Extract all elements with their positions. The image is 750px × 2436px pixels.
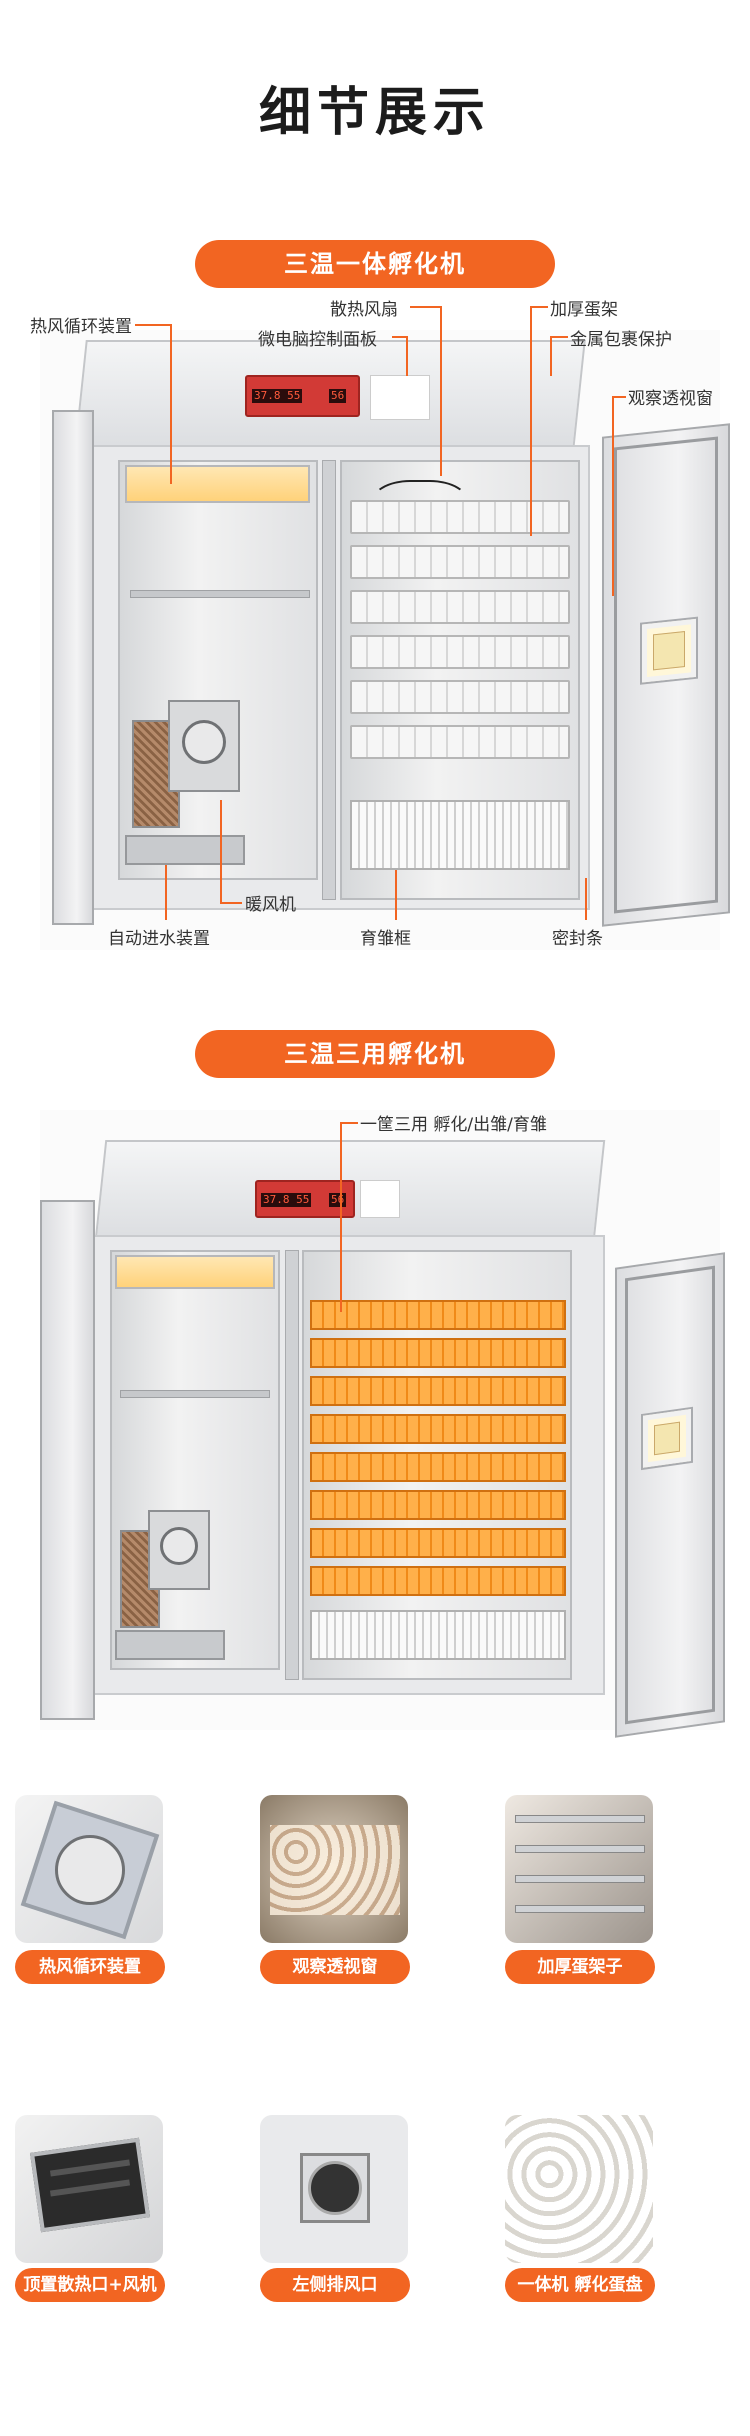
lead-thick-rack-h [530,306,548,308]
warning-sticker [360,1180,400,1218]
egg-tray-4 [350,635,570,669]
callout-auto-water: 自动进水装置 [108,929,210,949]
left-door [40,1200,95,1720]
thumb-exhaust [260,2115,408,2263]
thumb-window [260,1795,408,1943]
lead-auto-water-v [165,865,167,920]
caption-rack: 加厚蛋架子 [505,1950,655,1984]
caption-window: 观察透视窗 [260,1950,410,1984]
view-window-icon [642,618,696,683]
callout-brooder-basket: 育雏框 [360,929,411,949]
lead-seal-strip-v [585,878,587,920]
center-divider [322,460,336,900]
callout-metal-cover: 金属包裹保护 [570,330,672,350]
panel-display-left: 37.8 55 [252,389,303,403]
callout-heater: 暖风机 [245,895,296,915]
caption-egg-tray: 一体机 孵化蛋盘 [505,2268,655,2302]
lead-cooling-fan-h [410,306,440,308]
heat-lamp [115,1255,275,1289]
panel-display-right: 56 [329,1193,347,1207]
left-shelf [130,590,310,598]
right-door [615,1252,725,1738]
warning-sticker [370,375,430,420]
center-divider [285,1250,299,1680]
lead-control-panel-v [406,336,408,376]
egg-tray-1 [350,500,570,534]
orange-tray-6 [310,1490,566,1520]
water-tank [115,1630,225,1660]
egg-tray-2 [350,545,570,579]
lead-cooling-fan-v [440,306,442,476]
thumb-hot-air [15,1795,163,1943]
view-window-icon [643,1409,691,1468]
section2-pill: 三温三用孵化机 [195,1030,555,1078]
section1-pill: 三温一体孵化机 [195,240,555,288]
left-door [52,410,94,925]
orange-tray-7 [310,1528,566,1558]
callout-view-window: 观察透视窗 [628,389,713,409]
lead-heater-h [220,902,242,904]
caption-exhaust: 左侧排风口 [260,2268,410,2302]
lead-hot-air-h [135,324,170,326]
egg-tray-5 [350,680,570,714]
lead-one-basket-v [340,1122,342,1312]
incubator-photo-2: 37.8 55 56 一筐三用 孵化/出雏/育雏 [40,1110,725,1738]
lead-heater-v [220,800,222,902]
callout-one-basket: 一筐三用 孵化/出雏/育雏 [360,1115,547,1135]
lead-metal-cover-v [550,336,552,376]
fan-blade-icon [160,1527,198,1565]
thumb-rack [505,1795,653,1943]
right-door [602,423,730,927]
lead-hot-air-v [170,324,172,484]
orange-tray-2 [310,1338,566,1368]
egg-tray-6 [350,725,570,759]
lead-control-panel-h [392,336,406,338]
fan-icon [55,1835,125,1905]
panel-display-left: 37.8 55 [261,1193,312,1207]
heater-fan [168,700,240,792]
orange-tray-1 [310,1300,566,1330]
heat-lamp [125,465,310,503]
brooder-basket [350,800,570,870]
egg-tray-3 [350,590,570,624]
lead-brooder-basket-v [395,870,397,920]
lead-view-window-h [612,396,626,398]
caption-vent-fan: 顶置散热口+风机 [15,2268,165,2302]
panel-display-right: 56 [329,389,347,403]
incubator-photo-1: 37.8 55 56 热风循环装置 散热风扇 微电脑控制面板 加厚蛋架 金属包裹… [30,300,730,950]
orange-tray-3 [310,1376,566,1406]
orange-tray-4 [310,1414,566,1444]
lead-thick-rack-v [530,306,532,536]
left-shelf [120,1390,270,1398]
control-panel: 37.8 55 56 [245,375,360,417]
exhaust-fan-icon [308,2161,362,2215]
lead-one-basket-h [340,1122,358,1124]
callout-cooling-fan: 散热风扇 [330,300,398,320]
thumb-vent-fan [15,2115,163,2263]
caption-hot-air: 热风循环装置 [15,1950,165,1984]
callout-hot-air: 热风循环装置 [30,317,132,337]
callout-thick-rack: 加厚蛋架 [550,300,618,320]
heater-fan [148,1510,210,1590]
page-title: 细节展示 [258,83,491,143]
water-tank [125,835,245,865]
fan-blade-icon [182,720,226,764]
callout-seal-strip: 密封条 [552,929,603,949]
brooder-basket [310,1610,566,1660]
lead-metal-cover-h [550,336,568,338]
orange-tray-8 [310,1566,566,1596]
orange-tray-5 [310,1452,566,1482]
callout-control-panel: 微电脑控制面板 [258,330,377,350]
lead-view-window-v [612,396,614,596]
thumb-egg-tray [505,2115,653,2263]
door-seal-strip [625,1265,715,1725]
cable [370,480,470,540]
